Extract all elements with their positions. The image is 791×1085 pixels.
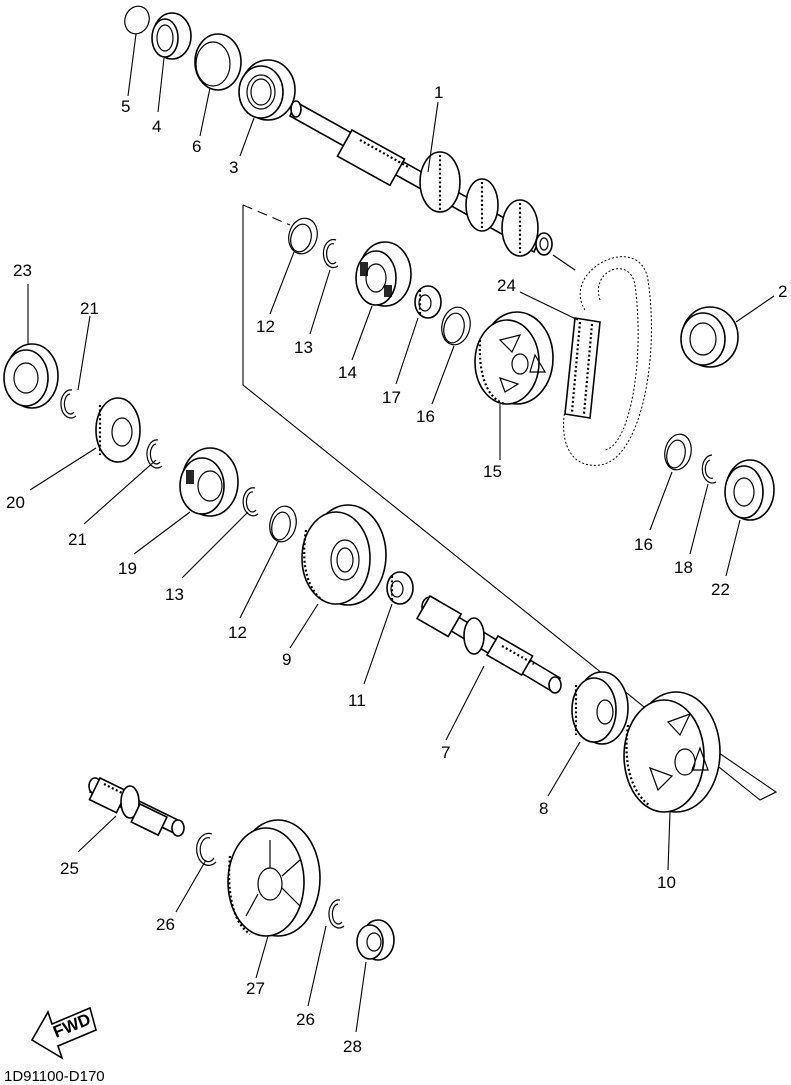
callout-2: 2 [778, 282, 787, 301]
callout-17: 17 [382, 388, 401, 407]
callout-9: 9 [282, 650, 291, 669]
main-shaft-1 [288, 100, 553, 257]
ring-12-upper [288, 217, 318, 255]
shaft-7 [415, 594, 562, 694]
sprocket-20 [95, 397, 141, 463]
callout-1: 1 [434, 83, 443, 102]
fwd-arrow: FWD [30, 1006, 97, 1060]
ring-16-upper [441, 306, 471, 346]
callout-labels: 5 4 6 3 1 2 12 13 14 17 16 24 15 16 18 2… [6, 83, 787, 1056]
callout-8: 8 [539, 799, 548, 818]
callout-28: 28 [343, 1037, 362, 1056]
ring-16-lower [664, 433, 692, 471]
callout-23: 23 [13, 261, 32, 280]
callout-18: 18 [674, 558, 693, 577]
bearing-23 [3, 343, 59, 409]
callout-12-upper: 12 [256, 317, 275, 336]
callout-5: 5 [121, 97, 130, 116]
gear-10 [623, 691, 721, 813]
gear-9 [301, 504, 387, 606]
bearing-2 [680, 306, 739, 368]
ring-12-lower [269, 505, 297, 543]
callout-4: 4 [152, 117, 161, 136]
callout-7: 7 [441, 743, 450, 762]
needle-bearing-11 [386, 571, 414, 605]
callout-12-lower: 12 [228, 623, 247, 642]
chain-24 [563, 256, 652, 466]
callout-26-lower: 26 [296, 1010, 315, 1029]
gear-8 [571, 671, 629, 745]
callout-21-upper: 21 [80, 299, 99, 318]
callout-15: 15 [483, 462, 502, 481]
callout-14: 14 [338, 363, 357, 382]
shaft-25 [88, 776, 185, 837]
callout-13-upper: 13 [294, 338, 313, 357]
callout-27: 27 [246, 979, 265, 998]
callout-10: 10 [657, 873, 676, 892]
needle-bearing-17 [414, 285, 442, 319]
circlip-21-upper [60, 389, 77, 419]
assembly-frame [242, 204, 778, 801]
callout-3: 3 [229, 158, 238, 177]
circlip-26-lower [328, 899, 345, 929]
callout-24: 24 [497, 276, 516, 295]
ring-6 [194, 33, 242, 91]
bearing-3 [238, 59, 296, 121]
circlip-21-lower [146, 439, 163, 469]
callout-22: 22 [711, 580, 730, 599]
callout-11: 11 [348, 691, 366, 710]
sprocket-gear-15 [474, 311, 554, 406]
callout-26-upper: 26 [156, 915, 175, 934]
callout-25: 25 [60, 859, 79, 878]
circlip-26-upper [196, 832, 217, 866]
dog-clutch-19 [179, 447, 239, 517]
callout-13-lower: 13 [165, 585, 184, 604]
callout-16-upper: 16 [416, 407, 435, 426]
circlip-18 [701, 454, 717, 484]
o-ring-5 [124, 5, 150, 35]
diagram-code: 1D91100-D170 [4, 1068, 105, 1085]
callout-16-lower: 16 [634, 535, 653, 554]
dog-clutch-14 [355, 241, 412, 307]
leader-lines [27, 33, 775, 1033]
callout-21-lower: 21 [68, 530, 87, 549]
bearing-22 [724, 459, 775, 521]
oil-seal-4 [151, 12, 192, 60]
circlip-13-upper [322, 238, 339, 269]
callout-6: 6 [192, 137, 201, 156]
gear-27 [227, 819, 321, 937]
circlip-13-lower [242, 487, 259, 517]
callout-19: 19 [118, 559, 137, 578]
callout-20: 20 [6, 493, 25, 512]
bushing-28 [356, 919, 395, 961]
